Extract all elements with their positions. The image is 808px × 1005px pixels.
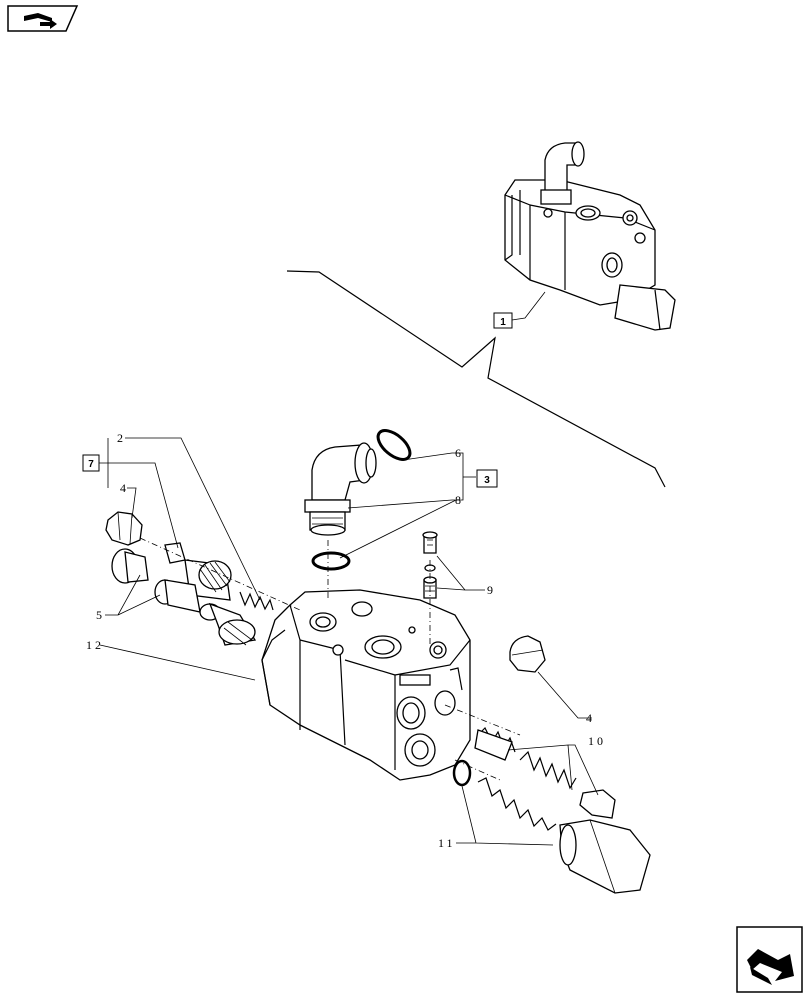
assembled-valve-drawing [504,141,676,331]
o-ring-8-drawing [311,551,351,571]
callout-2[interactable]: 2 [117,431,123,445]
callout-1[interactable]: 1 [493,291,546,329]
callout-11[interactable]: 11 [438,836,456,850]
callout-12[interactable]: 12 [86,638,104,652]
fitting-9-drawing [422,531,438,599]
o-ring-6-drawing [376,429,412,461]
callout-7-label: 7 [88,459,94,470]
left-components-drawing [105,511,274,646]
callout-6[interactable]: 6 [455,446,461,460]
return-arrow-icon[interactable] [736,926,803,993]
callout-8[interactable]: 8 [455,493,461,507]
callout-9[interactable]: 9 [487,583,493,597]
leader-lines [98,437,599,846]
callout-5[interactable]: 5 [96,608,102,622]
callout-4-right[interactable]: 4 [586,711,592,725]
right-components-drawing [452,635,651,894]
callout-10[interactable]: 10 [588,734,606,748]
callout-1-label: 1 [500,317,506,328]
callout-4-left[interactable]: 4 [120,481,126,495]
callout-7[interactable]: 7 [82,454,100,472]
callout-3[interactable]: 3 [476,469,498,488]
callout-3-label: 3 [484,475,490,486]
elbow-fitting-drawing [304,442,377,536]
assembly-divider-line [286,270,666,488]
book-arrow-icon[interactable] [7,5,79,32]
valve-body-drawing [261,589,471,781]
